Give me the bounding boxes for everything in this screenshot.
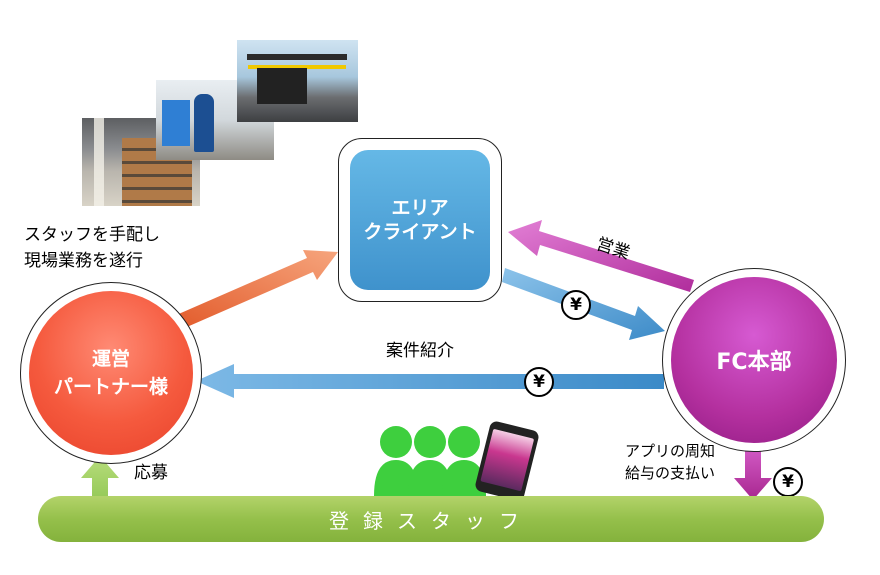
app-label-line1: アプリの周知: [625, 442, 716, 460]
client-label-line2: クライアント: [363, 221, 477, 243]
fc-to-staff-arrow: [734, 441, 772, 500]
registered-staff-bar: 登録スタッフ: [38, 496, 824, 542]
event-stage-photo: [237, 40, 358, 122]
partner-to-client-arrow: [174, 250, 338, 330]
apply-label: 応募: [134, 463, 168, 483]
app-label-line2: 給与の支払い: [625, 464, 716, 482]
partner-task-text: スタッフを手配し 現場業務を遂行: [24, 222, 160, 274]
client-node: エリア クライアント: [350, 150, 490, 290]
partner-label-line2: パートナー様: [53, 376, 168, 398]
fc-node: FC本部: [671, 277, 837, 443]
client-label-line1: エリア: [391, 197, 449, 219]
fc-label: FC本部: [716, 350, 792, 375]
fc-to-partner-referral-arrow: [196, 364, 664, 398]
partner-task-line1: スタッフを手配し: [24, 225, 160, 245]
referral-label: 案件紹介: [386, 341, 454, 361]
staff-group-icon: [374, 426, 486, 496]
partner-node: 運営 パートナー様: [29, 291, 193, 455]
partner-label-line1: 運営: [91, 348, 130, 370]
yen-icon-staff-pay: ¥: [773, 467, 803, 497]
yen-icon-referral: ¥: [524, 367, 554, 397]
fc-to-client-sales-arrow: [508, 220, 694, 292]
app-payment-text: アプリの周知 給与の支払い: [625, 440, 715, 484]
staff-to-partner-apply-arrow: [81, 456, 119, 510]
yen-icon-client-fc: ¥: [561, 290, 591, 320]
smartphone-screen: [480, 428, 535, 492]
partner-task-line2: 現場業務を遂行: [24, 251, 143, 271]
staff-bar-label: 登録スタッフ: [329, 508, 533, 533]
